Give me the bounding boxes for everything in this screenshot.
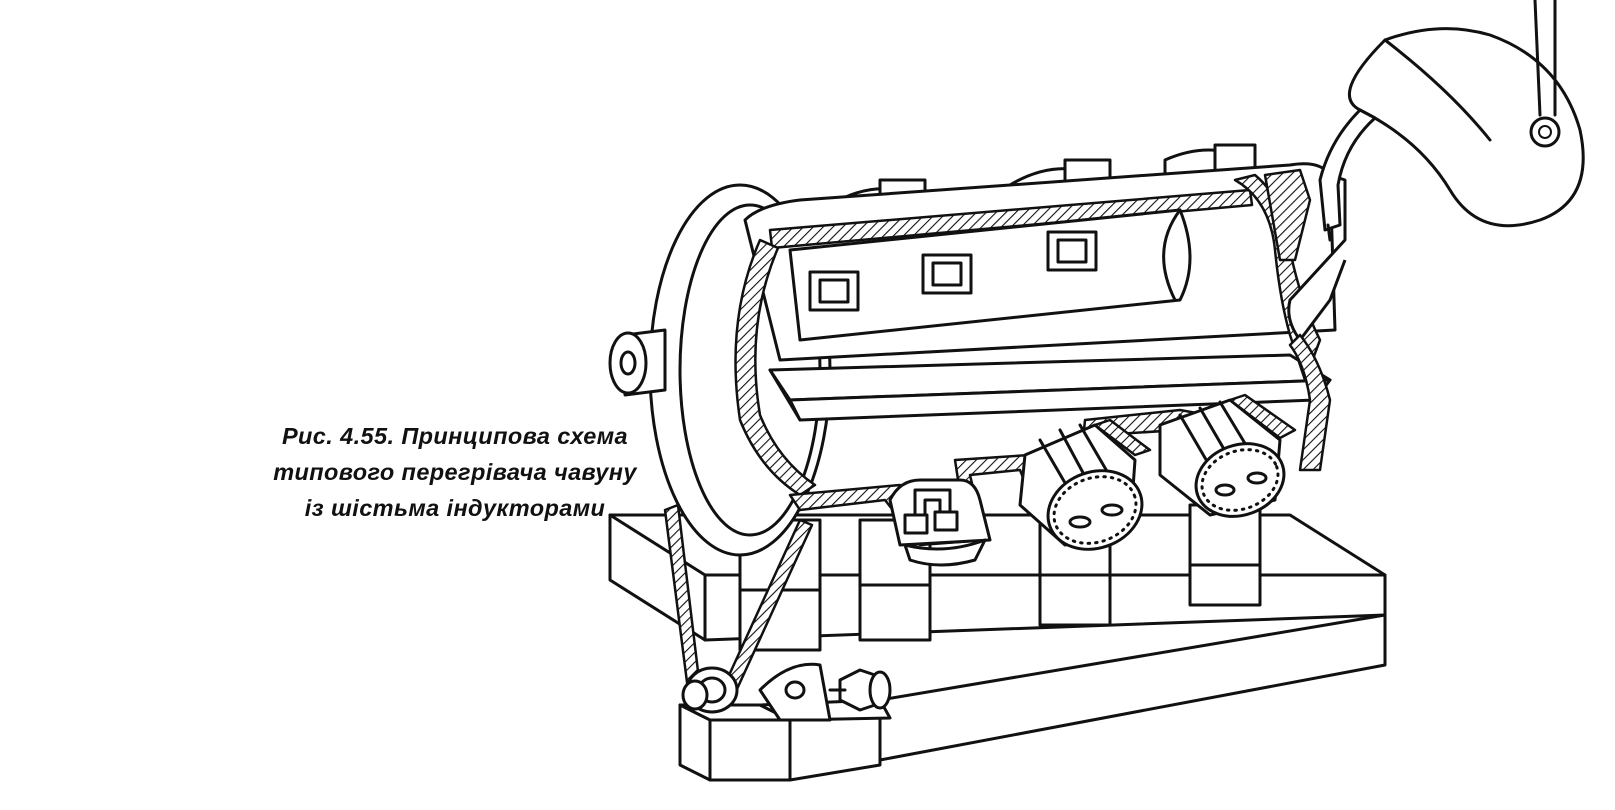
ladle-icon — [1320, 0, 1583, 240]
caption-line-1: Рис. 4.55. Принципова схема — [281, 423, 629, 449]
figure-caption: Рис. 4.55. Принципова схема типового пер… — [273, 418, 636, 526]
caption-line-3: із шістьма індукторами — [304, 495, 606, 521]
inductor-icon — [890, 480, 990, 565]
tilt-drive-icon — [665, 505, 890, 720]
base-frame-icon — [610, 505, 1385, 780]
inductor-port-icon — [810, 232, 1096, 310]
caption-line-2: типового перегрівача чавуну — [273, 459, 637, 485]
overheater-drum-icon — [610, 145, 1345, 555]
inductor-icon — [1020, 420, 1153, 562]
inductor-icon — [1160, 395, 1295, 528]
